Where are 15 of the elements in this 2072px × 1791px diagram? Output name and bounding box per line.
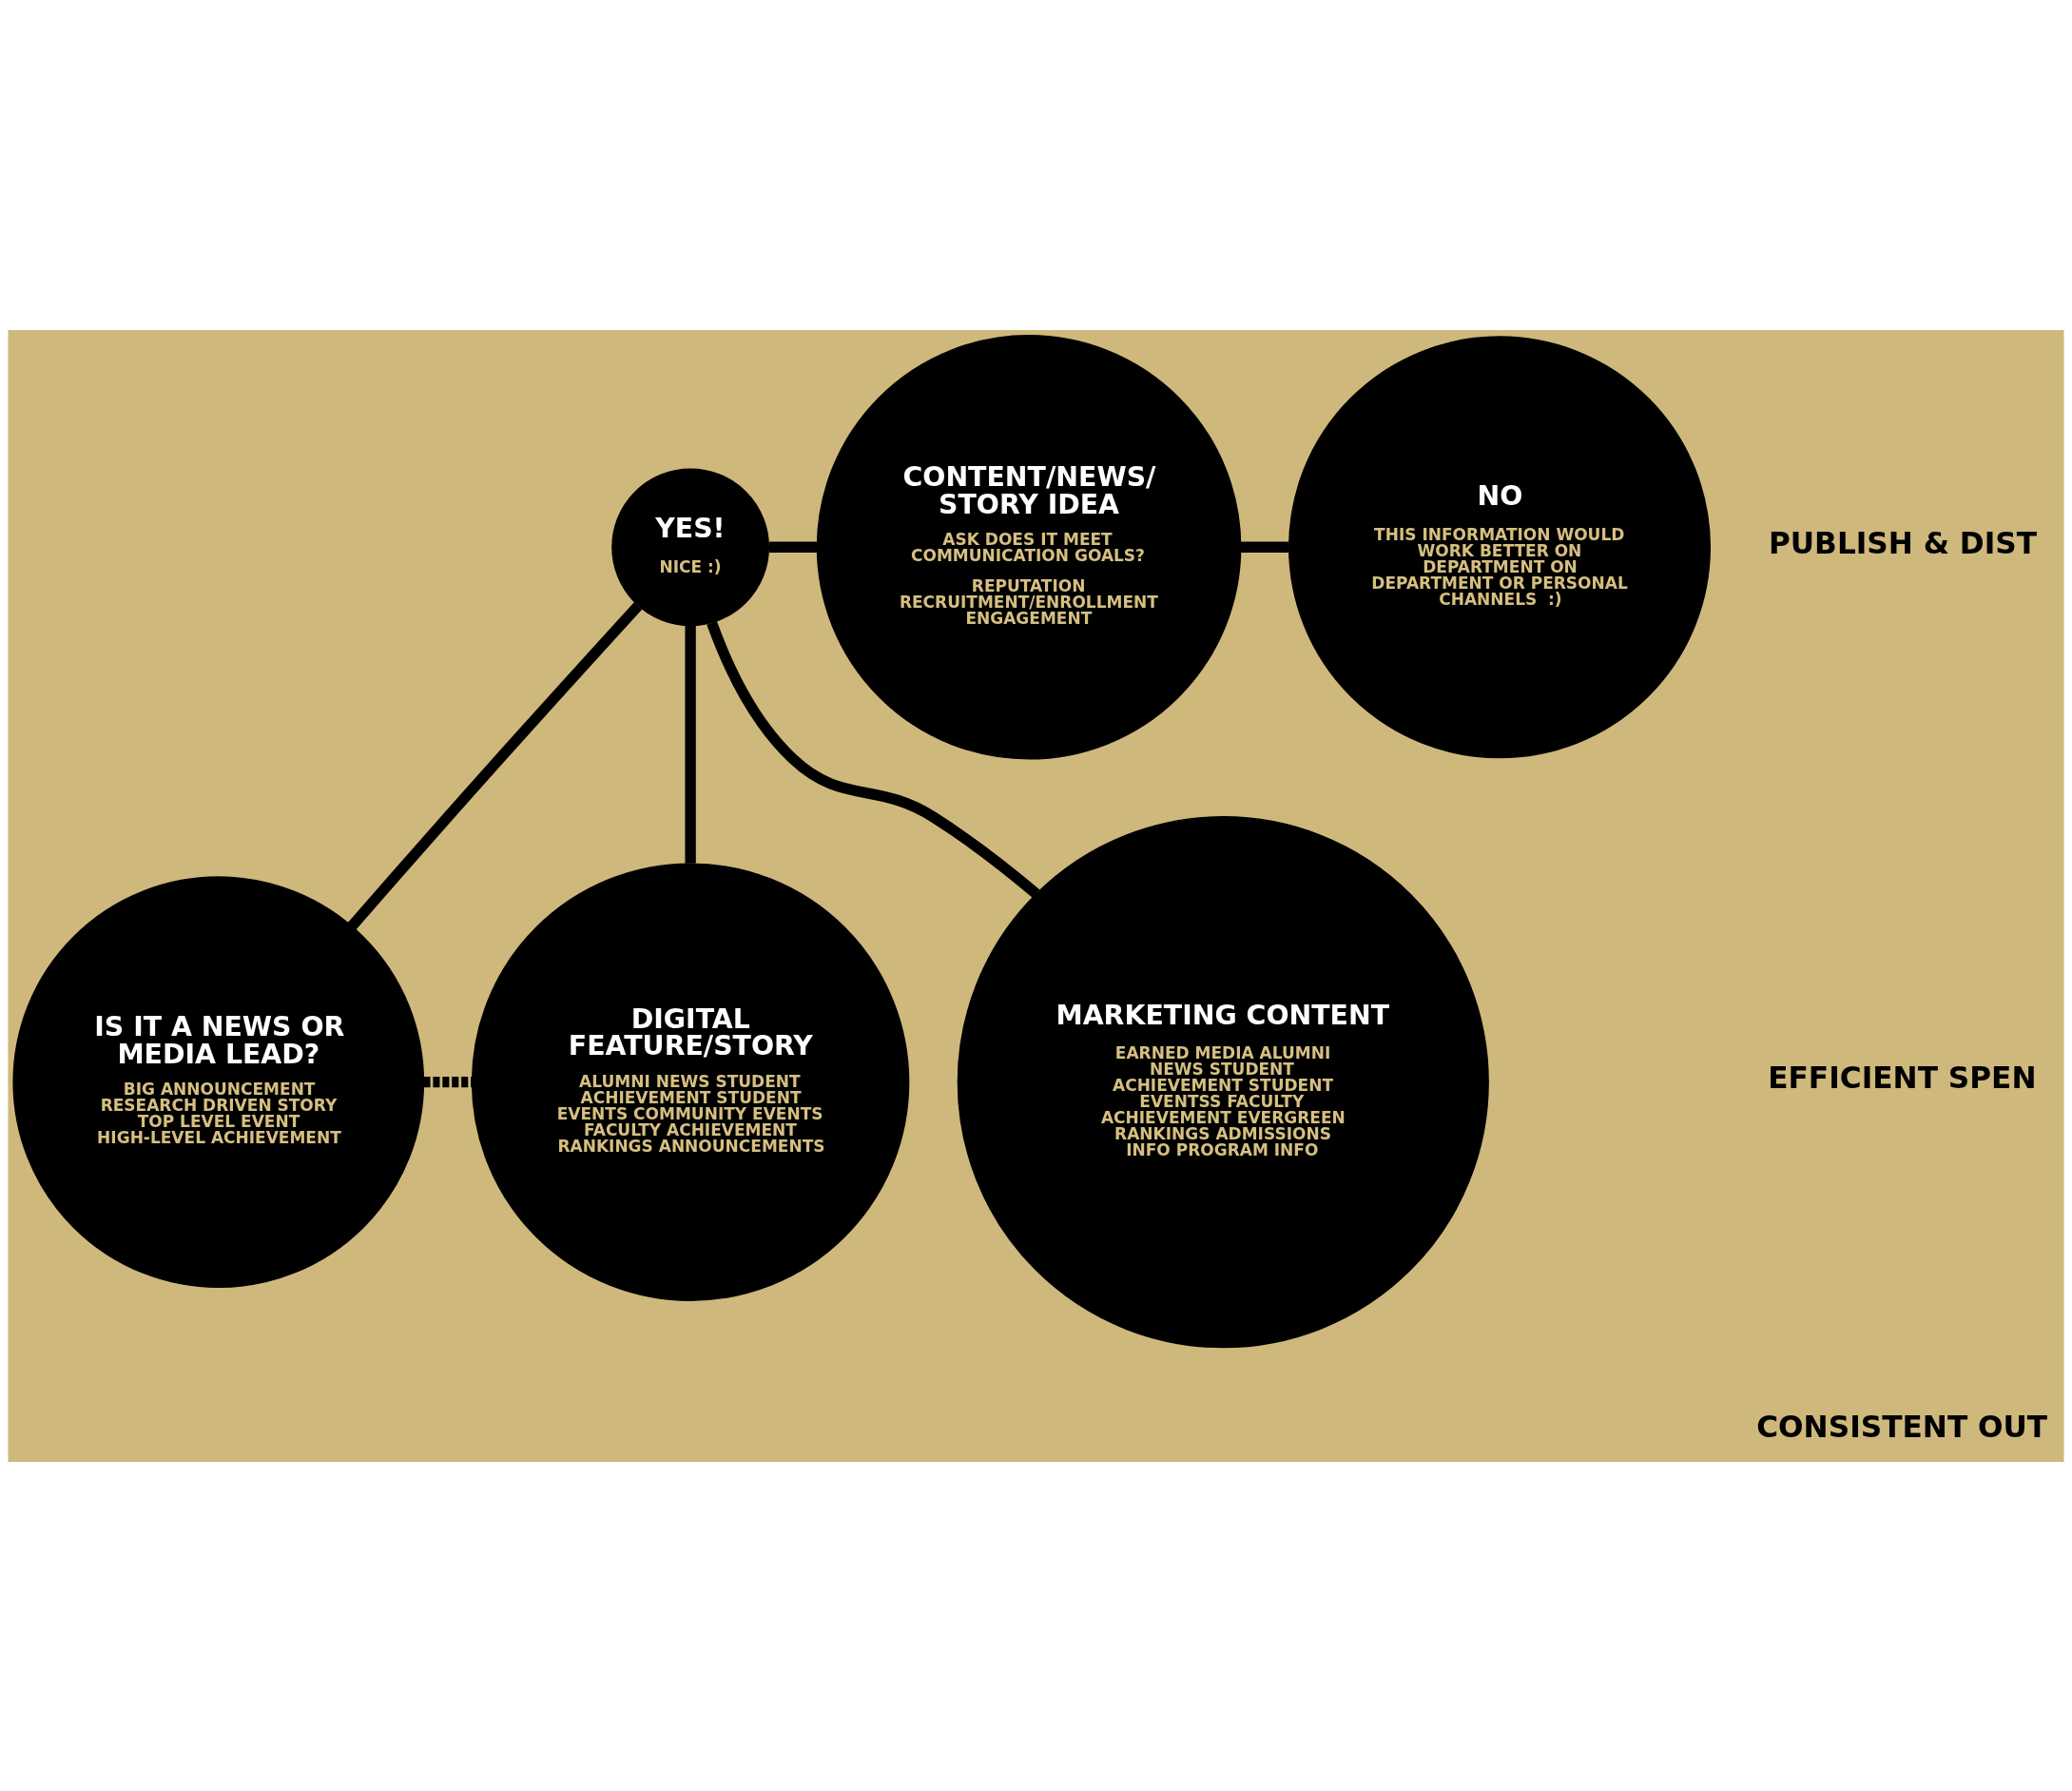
label: PUBLISH & DIST (1768, 525, 2038, 560)
label: CONSISTENT OUT (1756, 1409, 2048, 1444)
connector (768, 541, 817, 553)
connector (423, 1076, 473, 1087)
connector (707, 620, 1040, 898)
node-circle: YES! NICE :) (611, 467, 770, 626)
label: EFFICIENT SPEN (1768, 1060, 2037, 1095)
node-circle: NO THIS INFORMATION WOULD WORK BETTER ON DEPARTMENT ON DEPARTMENT OR PERSONAL CHANNELS :) (1288, 335, 1711, 758)
node-circle: IS IT A NEWS OR MEDIA LEAD? BIG ANNOUNCEMENT RESEARCH DRIVEN STORY TOP LEVEL EVENT HIGH-LEVEL ACHIEVEMENT (12, 875, 425, 1288)
connector (1240, 541, 1289, 553)
node-circle: DIGITAL FEATURE/STORY ALUMNI NEWS STUDENT ACHIEVEMENT STUDENT EVENTS COMMUNITY EVENTS FACULTY ACHIEVEMENT RANKINGS ANNOUNCEMENTS (471, 862, 910, 1301)
node-circle: CONTENT/NEWS/ STORY IDEA ASK DOES IT MEET COMMUNICATION GOALS? REPUTATION RECRUITMENT/ENROLLMENT ENGAGEMENT (816, 334, 1242, 760)
node-circle: MARKETING CONTENT EARNED MEDIA ALUMNI NEWS STUDENT ACHIEVEMENT STUDENT EVENTSS FACULTY ACHIEVEMENT EVERGREEN RANKINGS ADMISSIONS INFO PROGRAM INFO (957, 815, 1489, 1348)
connector (347, 601, 643, 929)
connector (685, 625, 696, 864)
